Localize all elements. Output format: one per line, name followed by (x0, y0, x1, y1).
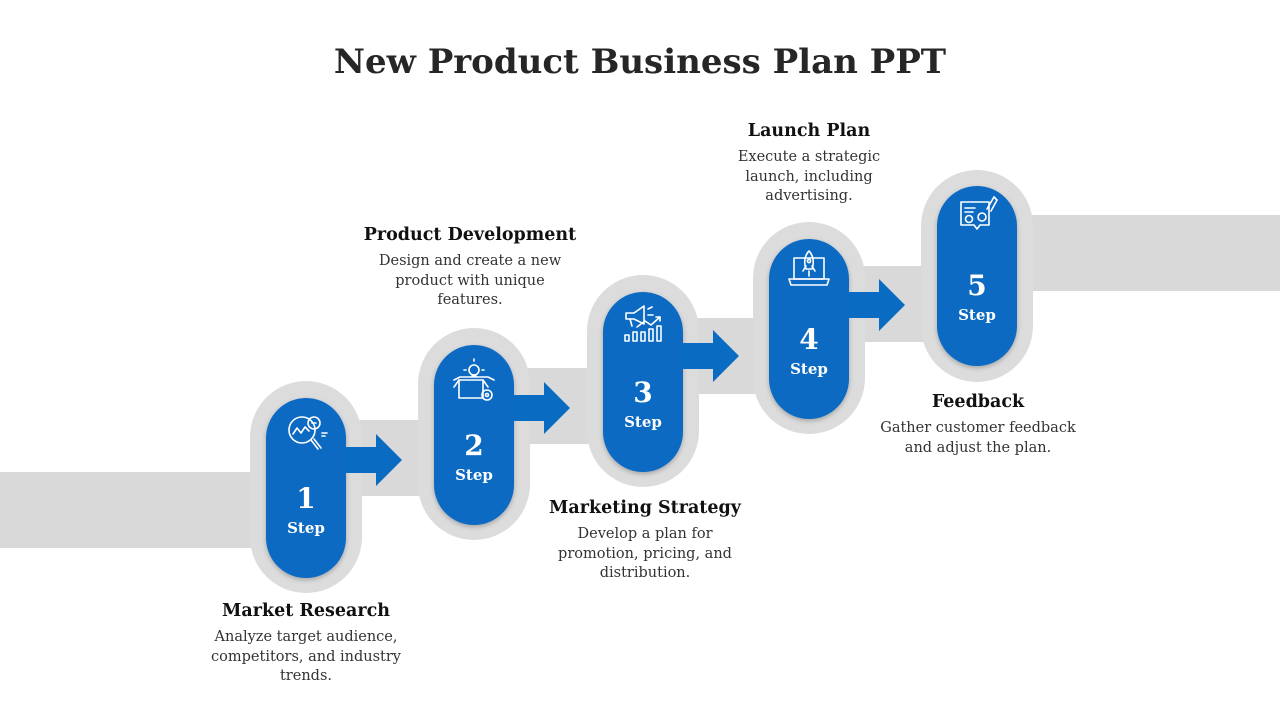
step-3-label: Marketing Strategy Develop a plan for pr… (525, 498, 765, 584)
step-4: 4 Step (753, 222, 905, 434)
step-1-arrow-icon (346, 434, 402, 486)
step-4-description: Execute a strategic launch, including ad… (737, 149, 881, 204)
step-5: 5 Step (921, 170, 1033, 382)
step-1-step-label: Step (287, 519, 325, 537)
page-title: New Product Business Plan PPT (333, 42, 947, 82)
step-5-pill (937, 186, 1017, 366)
step-5-number: 5 (967, 269, 986, 302)
step-5-label: Feedback Gather customer feedback and ad… (858, 392, 1098, 458)
step-5-description: Gather customer feedback and adjust the … (880, 420, 1076, 456)
magnifier-chart-icon (288, 416, 328, 450)
megaphone-growth-icon (624, 305, 662, 342)
step-3-pill (603, 292, 683, 472)
step-5-heading: Feedback (931, 392, 1025, 412)
step-1-pill (266, 398, 346, 578)
step-3-heading: Marketing Strategy (549, 498, 741, 518)
step-2-description: Design and create a new product with uni… (378, 253, 562, 308)
step-2-arrow-icon (514, 382, 570, 434)
step-2-number: 2 (464, 429, 483, 462)
step-2-label: Product Development Design and create a … (350, 225, 590, 311)
step-1: 1 Step (250, 381, 402, 593)
step-1-number: 1 (296, 482, 315, 515)
step-4-pill (769, 239, 849, 419)
step-3: 3 Step (587, 275, 739, 487)
box-idea-gear-icon (453, 358, 495, 401)
step-3-description: Develop a plan for promotion, pricing, a… (558, 526, 732, 581)
step-2: 2 Step (418, 328, 570, 540)
step-2-pill (434, 345, 514, 525)
step-3-arrow-icon (683, 330, 739, 382)
step-4-heading: Launch Plan (747, 121, 871, 141)
step-4-step-label: Step (790, 360, 828, 378)
step-3-number: 3 (633, 376, 652, 409)
step-3-step-label: Step (624, 413, 662, 431)
step-1-label: Market Research Analyze target audience,… (186, 601, 426, 687)
step-2-heading: Product Development (363, 225, 577, 245)
rocket-laptop-icon (788, 250, 830, 286)
step-4-arrow-icon (849, 279, 905, 331)
step-1-description: Analyze target audience, competitors, an… (211, 629, 401, 684)
step-4-label: Launch Plan Execute a strategic launch, … (689, 121, 929, 207)
step-2-step-label: Step (455, 466, 493, 484)
step-5-step-label: Step (958, 306, 996, 324)
step-4-number: 4 (799, 323, 818, 356)
step-1-heading: Market Research (222, 601, 390, 621)
feedback-form-icon (960, 196, 998, 230)
